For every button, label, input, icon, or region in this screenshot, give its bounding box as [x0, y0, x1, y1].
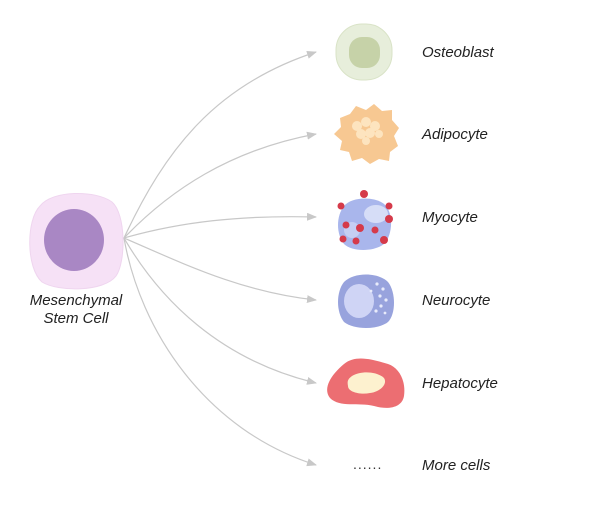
myocyte-icon	[337, 190, 393, 250]
osteoblast-icon	[335, 23, 393, 81]
source-label-line2: Stem Cell	[43, 310, 109, 327]
label-neurocyte: Neurocyte	[422, 292, 491, 309]
source-label-line1: Mesenchymal	[29, 292, 123, 309]
label-hepatocyte: Hepatocyte	[422, 375, 498, 392]
arrow-more-cells	[123, 237, 317, 467]
neurocyte-icon	[338, 274, 394, 328]
arrow-neurocyte	[123, 237, 317, 304]
hepatocyte-icon	[327, 358, 405, 408]
arrow-myocyte	[123, 212, 317, 239]
label-osteoblast: Osteoblast	[422, 44, 494, 61]
label-myocyte: Myocyte	[422, 209, 478, 226]
arrow-adipocyte	[123, 131, 317, 239]
adipocyte-icon	[334, 104, 399, 164]
label-more-cells: More cells	[422, 457, 491, 474]
more-cells-ellipsis: ......	[353, 456, 383, 472]
label-adipocyte: Adipocyte	[422, 126, 488, 143]
arrow-hepatocyte	[123, 237, 317, 385]
source-label: Mesenchymal Stem Cell	[14, 292, 138, 328]
mesenchymal-stem-cell-icon	[29, 193, 124, 290]
arrows	[123, 50, 317, 467]
arrow-osteoblast	[123, 50, 317, 239]
